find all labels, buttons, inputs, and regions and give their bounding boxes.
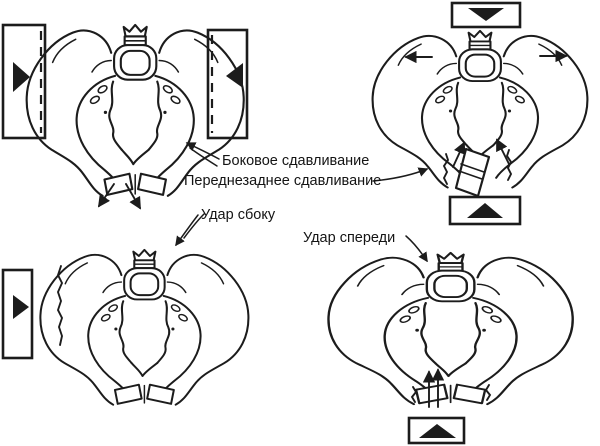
plate-right-arrow-icon <box>1 23 47 140</box>
label-front-impact: Удар спереди <box>303 230 395 246</box>
converging-arrow-left <box>452 141 466 168</box>
plate-right-arrow-icon <box>1 268 34 360</box>
pubic-ramus-fracture-right <box>484 384 492 401</box>
pelvis-bottom-left <box>39 248 250 406</box>
leader-side-impact-2 <box>183 213 205 239</box>
label-anteroposterior-compression: Переднезаднее сдавливание <box>184 173 381 189</box>
leader-anteroposterior-compression <box>372 167 429 182</box>
pubic-ramus-fracture-left <box>410 386 418 403</box>
label-side-impact: Удар сбоку <box>201 207 276 223</box>
pelvis-bottom-right <box>327 251 574 406</box>
plate-up-arrow-icon <box>407 416 466 445</box>
pubic-fragment-fracture <box>442 147 513 198</box>
leader-lateral-compression-2 <box>189 147 218 167</box>
iliac-wing-fracture-line <box>56 265 64 346</box>
plate-up-arrow-icon <box>448 195 522 226</box>
pubic-diverging-arrow-left <box>97 183 115 208</box>
captions: Боковое сдавливание Переднезаднее сдавли… <box>175 142 429 263</box>
diagram-anteroposterior-compression <box>371 1 589 226</box>
pubic-diverging-arrow-right <box>125 183 141 210</box>
diagram-front-impact <box>327 251 574 445</box>
diagram-side-impact <box>1 248 250 406</box>
plate-down-arrow-icon <box>450 1 522 29</box>
label-lateral-compression: Боковое сдавливание <box>222 153 369 169</box>
leader-lateral-compression <box>185 142 220 160</box>
converging-arrow-right <box>496 138 510 165</box>
leader-front-impact <box>405 235 428 263</box>
leader-side-impact <box>175 214 199 247</box>
diagram-lateral-compression <box>1 23 249 210</box>
